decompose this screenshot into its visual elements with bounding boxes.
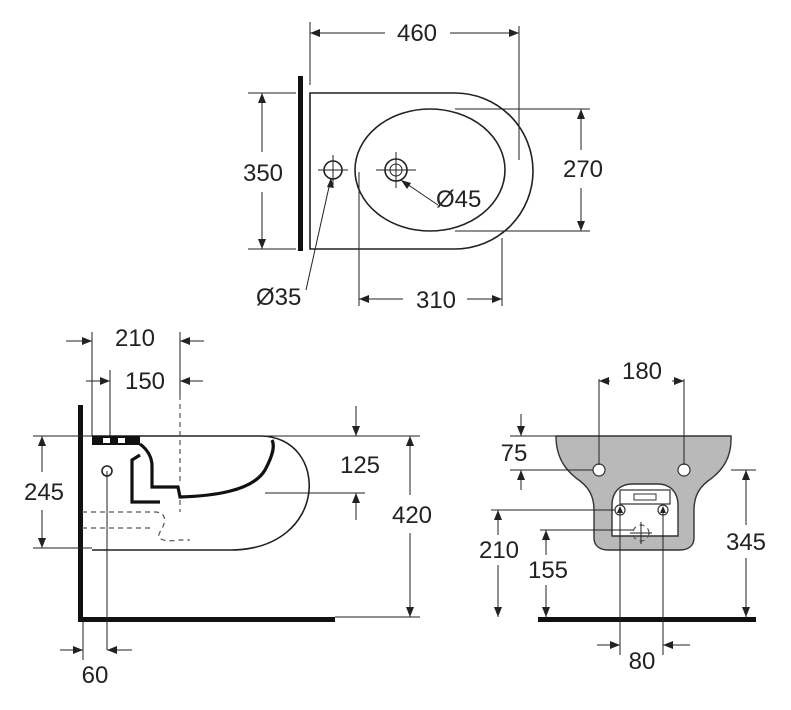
dim-210-side: 210	[115, 325, 155, 352]
dim-diameter-45: Ø45	[436, 186, 481, 213]
dim-345: 345	[726, 529, 766, 556]
dim-180: 180	[622, 358, 662, 385]
front-bolt-hole-left	[592, 463, 606, 477]
front-bolt-hole-right	[677, 463, 691, 477]
dim-60: 60	[82, 662, 109, 689]
side-view: 210 150 245 125 420	[24, 325, 432, 689]
dim-diameter-35: Ø35	[256, 284, 301, 311]
side-wall	[78, 405, 83, 622]
front-view: 180 75 210 155 345 80	[479, 358, 766, 675]
dim-75: 75	[501, 440, 528, 467]
dim-350: 350	[243, 160, 283, 187]
dim-155: 155	[528, 557, 568, 584]
side-floor	[78, 617, 335, 622]
dim-150: 150	[125, 368, 165, 395]
front-floor	[538, 617, 756, 622]
dim-270: 270	[563, 156, 603, 183]
dim-125: 125	[340, 452, 380, 479]
dim-420: 420	[392, 502, 432, 529]
dim-245: 245	[24, 479, 64, 506]
top-view: 460 350 270 310 Ø45 Ø35	[243, 20, 603, 314]
dim-310: 310	[416, 287, 456, 314]
bowl-outline	[354, 108, 506, 232]
dim-460: 460	[397, 20, 437, 47]
dim-210-front: 210	[479, 537, 519, 564]
side-bowl	[139, 439, 275, 499]
top-wall	[298, 76, 303, 251]
dim-80: 80	[629, 648, 656, 675]
top-outline	[309, 92, 534, 250]
